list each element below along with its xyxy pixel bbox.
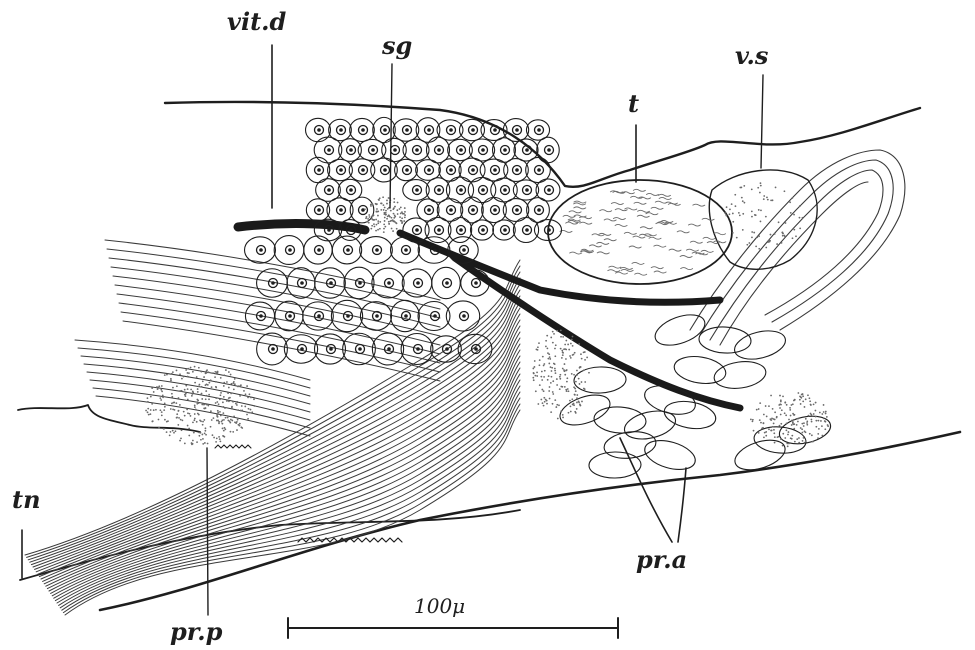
leader-prp xyxy=(207,448,208,615)
gland-cell xyxy=(418,302,450,331)
gland-cell xyxy=(360,237,393,264)
gland-cell xyxy=(459,158,485,182)
gland-cell xyxy=(274,236,304,265)
gland-cell xyxy=(306,118,331,141)
gland-cell xyxy=(331,300,362,331)
gland-cell xyxy=(416,118,440,143)
gland-cell xyxy=(432,267,460,298)
gland-cell xyxy=(372,268,404,298)
gland-cell xyxy=(446,301,479,331)
fiber-line xyxy=(90,380,310,420)
gland-cell xyxy=(275,301,303,331)
gland-cell xyxy=(360,302,391,331)
leader-vs xyxy=(761,75,763,168)
prostatic-cell xyxy=(651,309,709,351)
gland-cell xyxy=(537,137,559,163)
gland-cell xyxy=(439,159,461,181)
fiber-line xyxy=(121,312,440,372)
prostatic-cell xyxy=(732,326,789,364)
gland-cell xyxy=(257,333,288,365)
gland-cell xyxy=(350,118,375,141)
gland-cell xyxy=(448,139,473,160)
prostatic-cell xyxy=(672,353,727,387)
gland-cell xyxy=(401,334,433,365)
dorsal-surface-outline xyxy=(165,102,920,187)
prostatic-cell xyxy=(641,435,698,474)
serrated-edge-small xyxy=(215,445,251,448)
prostatic-cell xyxy=(556,389,614,431)
label-pr-a: pr.a xyxy=(636,548,687,572)
testis-texture xyxy=(560,189,726,275)
serrated-edge xyxy=(298,538,402,542)
prostatic-cell xyxy=(574,366,627,394)
gland-cell xyxy=(287,268,315,299)
gland-cell xyxy=(245,237,276,263)
fiber-line xyxy=(96,396,310,436)
leader-sg xyxy=(390,64,392,208)
gland-cell xyxy=(306,199,329,221)
gland-cell xyxy=(350,197,374,223)
gland-cell xyxy=(393,119,419,141)
label-sg: sg xyxy=(382,34,412,58)
gland-cell xyxy=(395,159,418,180)
gland-cell xyxy=(402,269,432,297)
gland-cell xyxy=(403,180,429,201)
curved-duct xyxy=(690,150,905,345)
label-pr-p: pr.p xyxy=(170,620,222,644)
gland-cell xyxy=(284,335,317,363)
gland-cell xyxy=(327,198,353,222)
prostatic-cell xyxy=(603,429,658,461)
prostatic-cell xyxy=(593,405,647,435)
gland-cell xyxy=(372,333,403,365)
label-v-s: v.s xyxy=(735,44,768,68)
fiber-line xyxy=(63,404,520,613)
gland-cell xyxy=(304,236,332,264)
gland-cell xyxy=(482,197,507,222)
label-t: t xyxy=(628,92,639,116)
upper-left-fibers xyxy=(75,240,440,436)
gland-cell xyxy=(391,237,420,263)
gland-cell xyxy=(403,139,429,161)
testis xyxy=(548,180,732,284)
gland-cell xyxy=(416,160,441,181)
gland-cell xyxy=(448,218,471,243)
prostatic-cell xyxy=(622,406,679,443)
gland-cell xyxy=(315,268,346,298)
gland-cell xyxy=(461,197,484,223)
gland-cell xyxy=(468,177,496,202)
label-tn: tn xyxy=(12,488,41,512)
prostatic-cell xyxy=(753,425,807,455)
prostatic-cell xyxy=(712,359,767,392)
scale-bar xyxy=(288,618,618,638)
gland-cell xyxy=(470,220,493,240)
prostatic-cell xyxy=(698,326,751,355)
gland-cell xyxy=(493,220,515,240)
gland-cell xyxy=(343,333,376,364)
label-vit-d: vit.d xyxy=(227,10,286,34)
scale-bar-label: 100μ xyxy=(414,596,465,616)
